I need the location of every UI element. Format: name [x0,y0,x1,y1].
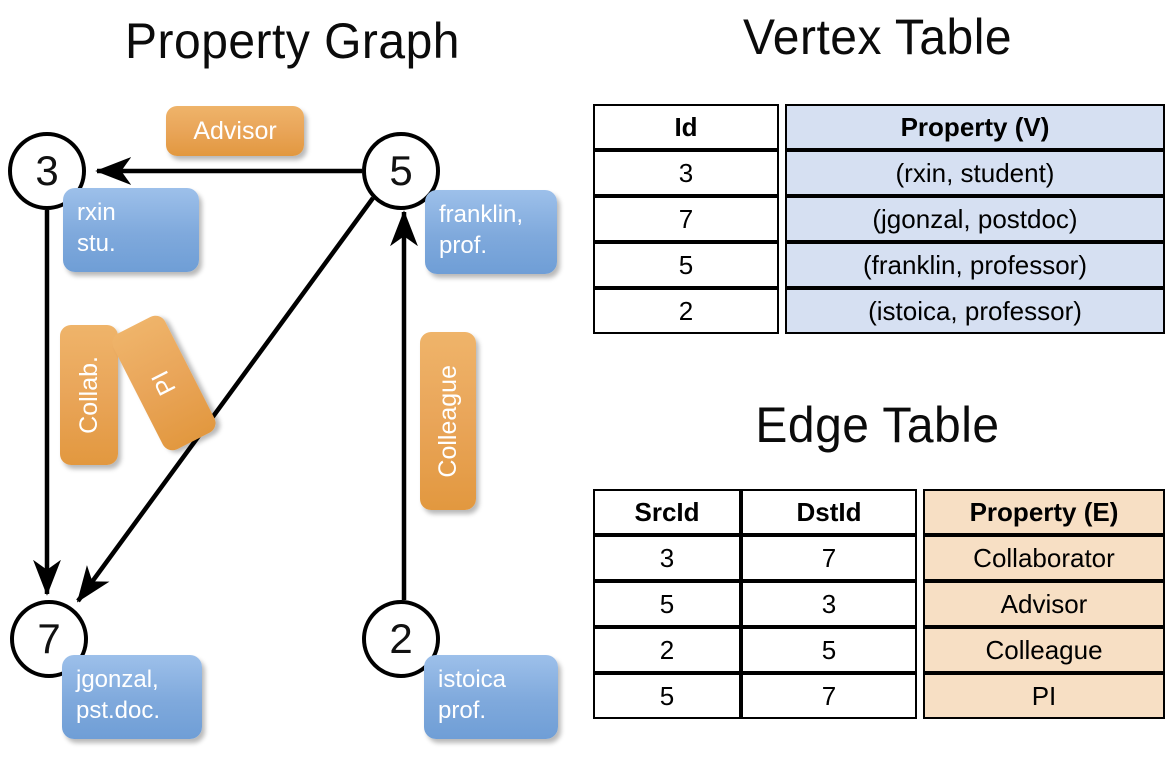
vertex-row-3-property: (istoica, professor) [785,288,1165,334]
vertex-property-franklin-line2: prof. [439,231,488,259]
vertex-table: Id Property (V) 3 (rxin, student) 7 (jgo… [593,104,1165,334]
edge-table-header-row: SrcId DstId Property (E) [593,489,1165,535]
graph-vertex-5-label: 5 [389,147,413,194]
vertex-property-franklin-line1: franklin, [439,201,524,228]
table-row[interactable]: 2 5 Colleague [593,627,1165,673]
edge-row-2-dst: 5 [741,627,917,673]
edge-label-collab-text: Collab. [74,356,103,434]
vertex-property-rxin-line1: rxin [77,199,116,226]
edge-pi-5-to-7 [76,196,375,603]
edge-label-box-advisor[interactable]: Advisor [166,106,304,156]
vertex-property-jgonzal-line1: jgonzal, [76,666,159,693]
edge-row-3-dst: 7 [741,673,917,719]
page-title-vertex-table: Vertex Table [742,9,1013,65]
edge-table-header-srcid: SrcId [593,489,741,535]
edge-label-box-collab[interactable]: Collab. [60,325,118,465]
vertex-row-0-property: (rxin, student) [785,150,1165,196]
vertex-property-box-jgonzal[interactable]: jgonzal, pst.doc. [62,655,202,739]
vertex-table-column-gap [779,150,785,196]
vertex-property-box-istoica[interactable]: istoica prof. [424,655,558,739]
vertex-property-istoica-line2: prof. [438,696,487,724]
edge-label-advisor-text: Advisor [193,116,277,145]
vertex-table-column-gap [779,288,785,334]
page-title-edge-table: Edge Table [755,397,1000,453]
edge-table-column-gap [917,627,923,673]
vertex-table-header-id: Id [593,104,779,150]
vertex-row-0-id: 3 [593,150,779,196]
vertex-row-2-property: (franklin, professor) [785,242,1165,288]
edge-row-3-src: 5 [593,673,741,719]
graph-vertex-3-label: 3 [35,147,59,194]
edge-label-box-colleague[interactable]: Colleague [420,332,476,510]
edge-label-colleague-text: Colleague [433,364,462,478]
edge-table: SrcId DstId Property (E) 3 7 Collaborato… [593,489,1165,719]
table-row[interactable]: 5 (franklin, professor) [593,242,1165,288]
edge-label-pi-text: PI [145,366,182,401]
table-row[interactable]: 5 7 PI [593,673,1165,719]
edge-table-header-dstid: DstId [741,489,917,535]
edge-row-2-src: 2 [593,627,741,673]
graph-vertex-7-label: 7 [37,615,61,662]
edge-row-2-property: Colleague [923,627,1165,673]
vertex-property-box-rxin[interactable]: rxin stu. [63,188,199,272]
property-graph-diagram: 3 5 7 2 rxin stu. franklin, prof. jgonza… [8,106,558,739]
vertex-property-istoica-line1: istoica [438,666,507,693]
edge-row-0-dst: 7 [741,535,917,581]
vertex-row-3-id: 2 [593,288,779,334]
vertex-table-column-gap [779,242,785,288]
vertex-table-header-row: Id Property (V) [593,104,1165,150]
edge-table-header-property: Property (E) [923,489,1165,535]
table-row[interactable]: 3 7 Collaborator [593,535,1165,581]
edge-table-column-gap [917,535,923,581]
vertex-property-rxin-line2: stu. [77,229,116,257]
table-row[interactable]: 5 3 Advisor [593,581,1165,627]
vertex-table-column-gap [779,104,785,150]
vertex-row-1-id: 7 [593,196,779,242]
vertex-property-box-franklin[interactable]: franklin, prof. [425,190,557,274]
graph-vertex-5[interactable]: 5 [362,132,440,210]
graph-vertex-2-label: 2 [389,615,413,662]
vertex-row-1-property: (jgonzal, postdoc) [785,196,1165,242]
edge-row-1-property: Advisor [923,581,1165,627]
edge-row-0-property: Collaborator [923,535,1165,581]
vertex-row-2-id: 5 [593,242,779,288]
edge-table-column-gap [917,673,923,719]
edge-row-0-src: 3 [593,535,741,581]
graph-edges-svg [33,157,418,603]
edge-row-3-property: PI [923,673,1165,719]
edge-table-column-gap [917,581,923,627]
page-title-property-graph: Property Graph [125,13,460,69]
vertex-table-header-property: Property (V) [785,104,1165,150]
edge-row-1-dst: 3 [741,581,917,627]
table-row[interactable]: 2 (istoica, professor) [593,288,1165,334]
edge-table-column-gap [917,489,923,535]
table-row[interactable]: 7 (jgonzal, postdoc) [593,196,1165,242]
graph-vertex-2[interactable]: 2 [362,600,440,678]
table-row[interactable]: 3 (rxin, student) [593,150,1165,196]
vertex-property-jgonzal-line2: pst.doc. [76,696,161,724]
vertex-table-column-gap [779,196,785,242]
edge-row-1-src: 5 [593,581,741,627]
